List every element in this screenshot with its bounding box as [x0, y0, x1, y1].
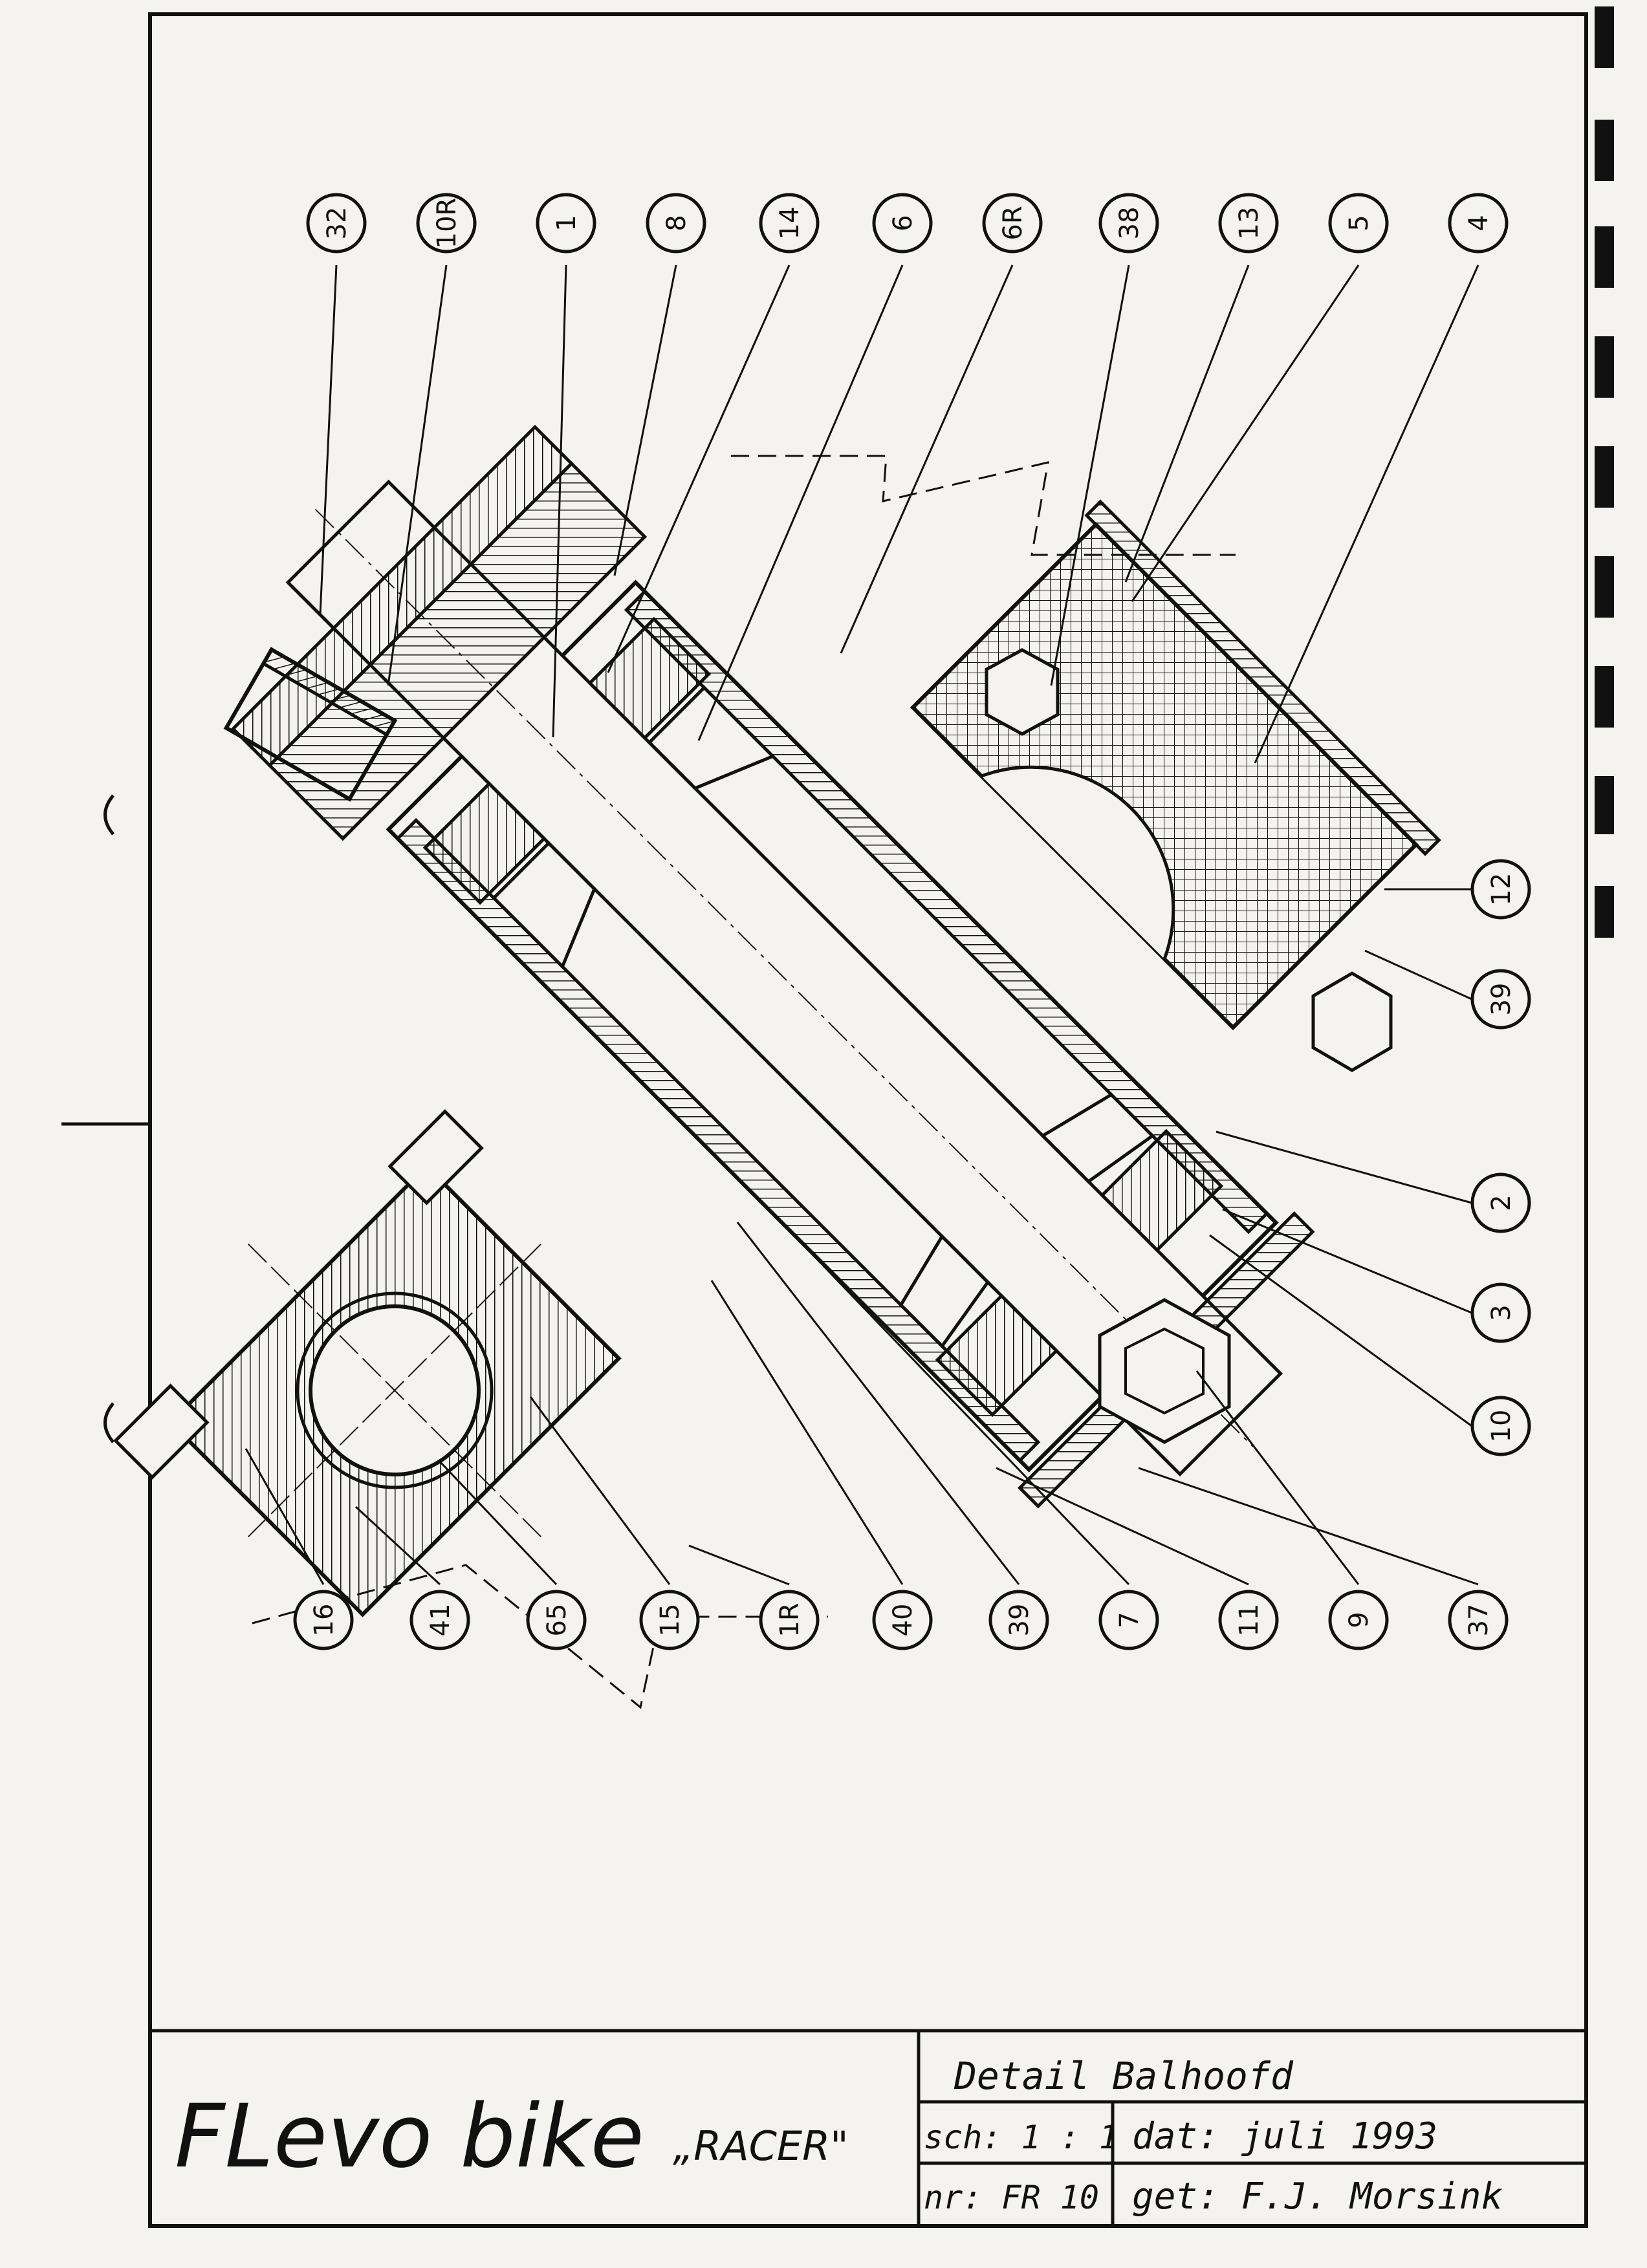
binding-marks — [1595, 6, 1614, 938]
callout-number: 1 — [552, 215, 582, 231]
callout-number: 6 — [888, 215, 918, 231]
callout-number: 40 — [888, 1604, 918, 1637]
drawn-by: get: F.J. Morsink — [1132, 2176, 1503, 2218]
callout-circle — [988, 1590, 1049, 1650]
brand-logo-text: FLevo bike — [175, 2086, 644, 2187]
callout-circle — [293, 1590, 354, 1650]
drawing-number: nr: FR 10 — [924, 2179, 1099, 2216]
callout-circle — [536, 193, 596, 254]
callout-circle — [409, 1590, 470, 1650]
callout-circle — [526, 1590, 587, 1650]
callout-number: 38 — [1115, 207, 1144, 240]
callout-number: 37 — [1464, 1604, 1494, 1637]
callout-number: 16 — [309, 1604, 339, 1637]
callout-circle — [759, 1590, 820, 1650]
callout-circle — [1218, 1590, 1279, 1650]
callout-circle — [1470, 1396, 1531, 1456]
callout-number: 4 — [1464, 215, 1494, 231]
callout-circle — [872, 193, 933, 254]
leader-lines — [245, 265, 1479, 1586]
callout-number: 3 — [1487, 1304, 1516, 1321]
callout-number: 10R — [432, 198, 462, 249]
callout-number: 8 — [662, 215, 692, 231]
callout-number: 39 — [1487, 983, 1516, 1016]
model-name: „RACER" — [673, 2122, 849, 2170]
drawing-title: Detail Balhoofd — [954, 2054, 1294, 2098]
callout-circle — [1328, 1590, 1389, 1650]
callout-circle — [1470, 859, 1531, 920]
callout-circle — [1470, 969, 1531, 1030]
callout-circle — [639, 1590, 700, 1650]
callout-circle — [306, 193, 367, 254]
callout-number: 10 — [1487, 1410, 1516, 1443]
callout-circle — [1470, 1172, 1531, 1233]
callout-circle — [1098, 1590, 1159, 1650]
callout-circle — [759, 193, 820, 254]
callout-number: 41 — [426, 1604, 455, 1637]
date-label: dat: juli 1993 — [1132, 2115, 1437, 2157]
callout-number: 12 — [1487, 873, 1516, 906]
callout-circle — [1470, 1282, 1531, 1343]
scale-label: sch: 1 : 1 — [924, 2119, 1118, 2156]
callout-circle — [1448, 193, 1509, 254]
callout-number: 15 — [655, 1604, 685, 1637]
callout-number: 2 — [1487, 1194, 1516, 1211]
callout-number: 5 — [1344, 215, 1374, 231]
callout-circle — [1328, 193, 1389, 254]
callout-circle — [982, 193, 1043, 254]
callout-number: 1R — [775, 1603, 805, 1637]
title-block — [150, 2029, 1586, 2226]
callout-number: 7 — [1115, 1612, 1144, 1628]
callout-number: 11 — [1234, 1604, 1264, 1637]
callout-number: 65 — [542, 1604, 572, 1637]
callout-circle — [1448, 1590, 1509, 1650]
callout-number: 39 — [1005, 1604, 1034, 1637]
callout-number: 9 — [1344, 1612, 1374, 1628]
callout-circle — [1218, 193, 1279, 254]
callout-number: 13 — [1234, 207, 1264, 240]
callout-number: 6R — [998, 206, 1028, 240]
callout-circle — [416, 193, 477, 254]
callout-circle — [1098, 193, 1159, 254]
head-tube-assembly — [113, 424, 1441, 1709]
callout-balloons: 32 10R 1 8 14 6 6R 38 13 5 4 12 39 2 3 10 16 41 65 15 1R 40 39… — [293, 193, 1531, 1650]
callout-circle — [872, 1590, 933, 1650]
callout-circle — [646, 193, 706, 254]
drawing-frame — [148, 12, 1588, 2228]
callout-number: 14 — [775, 207, 805, 240]
callout-number: 32 — [322, 207, 352, 240]
punch-marks — [61, 794, 150, 1443]
